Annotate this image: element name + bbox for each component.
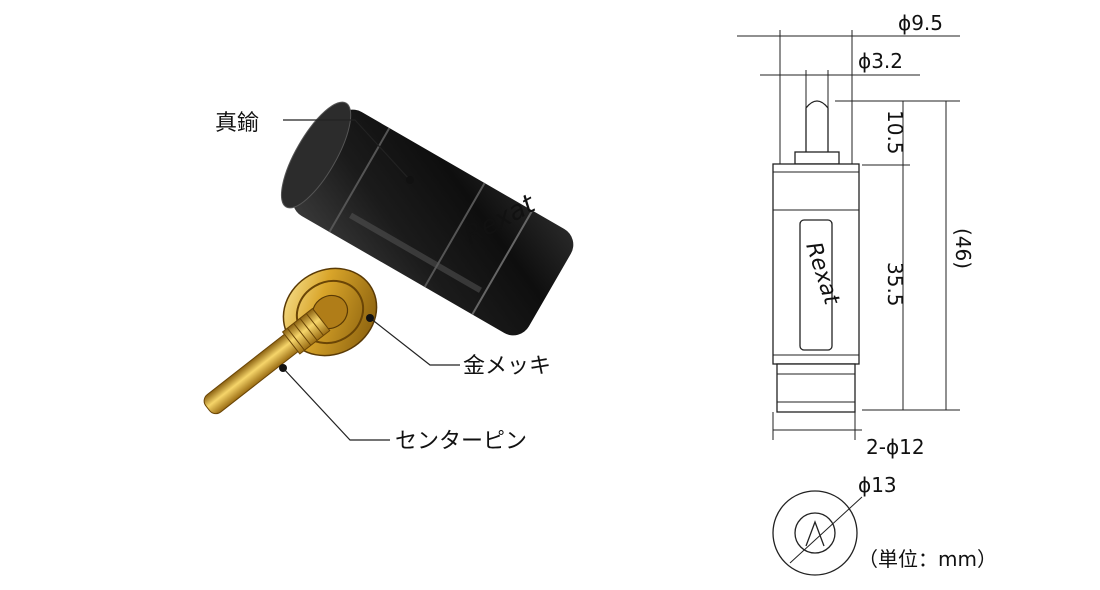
- technical-drawing: Rexat: [737, 30, 960, 576]
- dim-cable-hole: 2-ϕ12: [866, 435, 925, 459]
- callout-leaders: [279, 119, 460, 441]
- callout-center-pin: センターピン: [395, 429, 527, 454]
- dim-end-diameter: ϕ13: [858, 473, 897, 497]
- callout-gold-plating: 金メッキ: [463, 354, 551, 379]
- dim-pin-diameter: ϕ3.2: [858, 49, 903, 73]
- plug-illustration: Rexat: [203, 101, 574, 415]
- unit-note: （単位：mm）: [858, 547, 997, 571]
- callout-brass: 真鍮: [215, 111, 259, 136]
- end-view-logo-mark: [805, 520, 825, 547]
- end-view-inner: [794, 512, 836, 554]
- dim-total-length: (46): [951, 228, 975, 269]
- dim-outer-diameter: ϕ9.5: [898, 11, 943, 35]
- barrel-top-cap: [280, 101, 352, 209]
- dim-pin-length: 10.5: [883, 110, 907, 155]
- drawing-pin: [805, 100, 829, 161]
- drawing-cable-end: [776, 363, 856, 413]
- plug-barrel: [292, 109, 574, 336]
- dim-body-length: 35.5: [883, 262, 907, 307]
